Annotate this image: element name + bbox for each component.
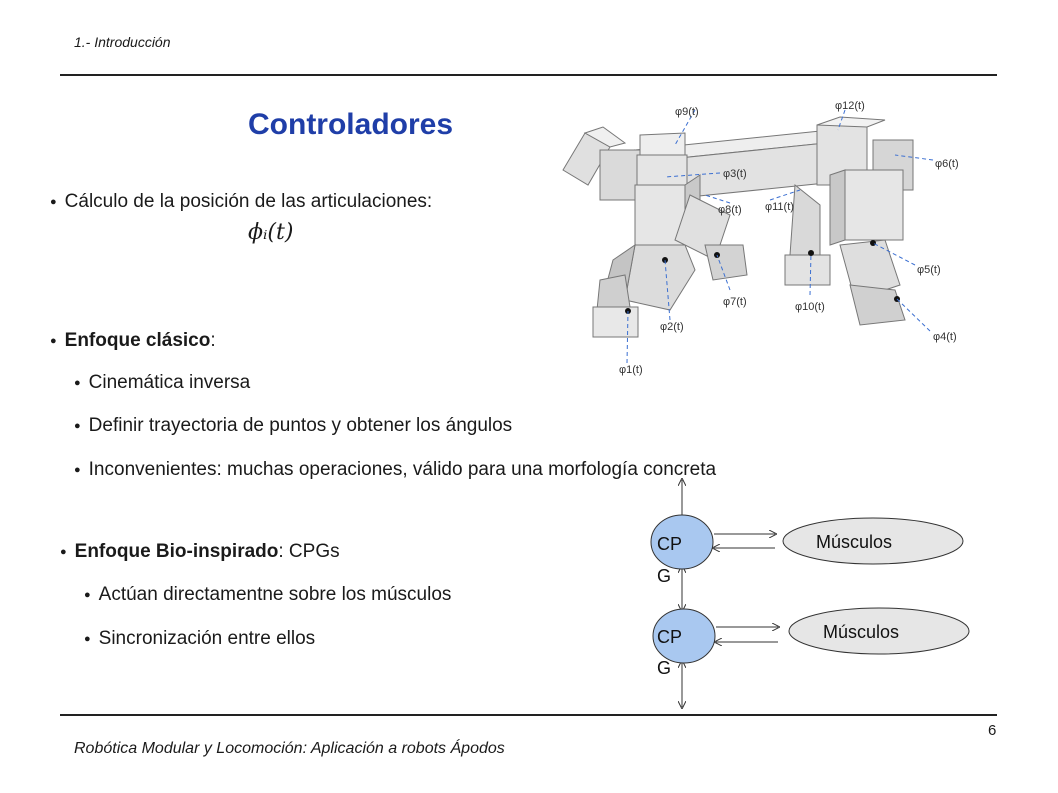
page-number: 6: [988, 722, 997, 739]
bullet-dot: ●: [84, 589, 91, 601]
angle-label: φ2(t): [660, 321, 684, 333]
angle-label: φ7(t): [723, 296, 747, 308]
sub-bullet-item: ● Actúan directamentne sobre los músculos: [84, 584, 451, 606]
cpg-label: G: [657, 658, 671, 678]
angle-label: φ11(t): [765, 201, 794, 213]
cpg-node-1: [650, 514, 714, 570]
bullet-text: Cálculo de la posición de las articulaci…: [64, 191, 433, 212]
bullet-bold-text: Enfoque Bio-inspirado: [74, 541, 279, 562]
formula-phi: ϕᵢ(t): [248, 220, 294, 245]
angle-label: φ10(t): [795, 301, 825, 313]
angle-label: φ8(t): [718, 204, 742, 216]
bullet-dot: ●: [74, 464, 81, 476]
muscle-label: Músculos: [823, 622, 899, 642]
sub-bullet-text: Definir trayectoria de puntos y obtener …: [88, 415, 513, 436]
cpg-label: G: [657, 566, 671, 586]
bullet-bio-approach: ● Enfoque Bio-inspirado: CPGs: [60, 541, 340, 563]
footer-text: Robótica Modular y Locomoción: Aplicació…: [74, 740, 505, 757]
bullet-dot: ●: [84, 633, 91, 645]
sub-bullet-item: ● Definir trayectoria de puntos y obtener…: [74, 415, 512, 437]
cpg-label: CP: [657, 627, 682, 647]
sub-bullet-text: Inconvenientes: muchas operaciones, váli…: [88, 459, 717, 480]
bullet-dot: ●: [50, 196, 57, 208]
bullet-bold-text: Enfoque clásico: [64, 330, 211, 351]
bullet-joint-position: ● Cálculo de la posición de las articulac…: [50, 191, 432, 213]
angle-label: φ6(t): [935, 158, 959, 170]
sub-bullet-item: ● Inconvenientes: muchas operaciones, vál…: [74, 459, 716, 481]
bullet-classic-approach: ● Enfoque clásico:: [50, 330, 216, 352]
sub-bullet-text: Cinemática inversa: [88, 372, 251, 393]
bullet-dot: ●: [74, 420, 81, 432]
angle-label: φ9(t): [675, 106, 699, 118]
sub-bullet-item: ● Cinemática inversa: [74, 372, 250, 394]
cpg-muscle-diagram: CP G CP G Músculos Músculos: [650, 470, 970, 715]
bullet-dot: ●: [60, 546, 67, 558]
muscle-label: Músculos: [816, 532, 892, 552]
bullet-text: : CPGs: [278, 541, 340, 562]
cpg-label: CP: [657, 534, 682, 554]
joint-dot: [662, 257, 668, 263]
bottom-divider: [60, 714, 997, 716]
joint-dot: [870, 240, 876, 246]
sub-bullet-text: Actúan directamentne sobre los músculos: [98, 584, 452, 605]
angle-label: φ3(t): [723, 168, 747, 180]
angle-label: φ12(t): [835, 100, 865, 112]
angle-label: φ5(t): [917, 264, 941, 276]
cpg-node-2: [652, 608, 716, 664]
angle-label: φ1(t): [619, 364, 643, 376]
sub-bullet-item: ● Sincronización entre ellos: [84, 628, 315, 650]
slide-title: Controladores: [248, 108, 454, 141]
muscle-node-2: [788, 607, 970, 655]
joint-dot: [808, 250, 814, 256]
bullet-text: :: [210, 330, 216, 351]
quadruped-robot-illustration: φ9(t) φ12(t) φ6(t) φ3(t) φ8(t) φ11(t) φ5…: [562, 100, 959, 376]
muscle-node-1: [782, 517, 964, 565]
bullet-dot: ●: [74, 377, 81, 389]
bullet-dot: ●: [50, 335, 57, 347]
top-divider: [60, 74, 997, 76]
sub-bullet-text: Sincronización entre ellos: [98, 628, 316, 649]
angle-label: φ4(t): [933, 331, 957, 343]
section-label: 1.- Introducción: [74, 34, 171, 50]
